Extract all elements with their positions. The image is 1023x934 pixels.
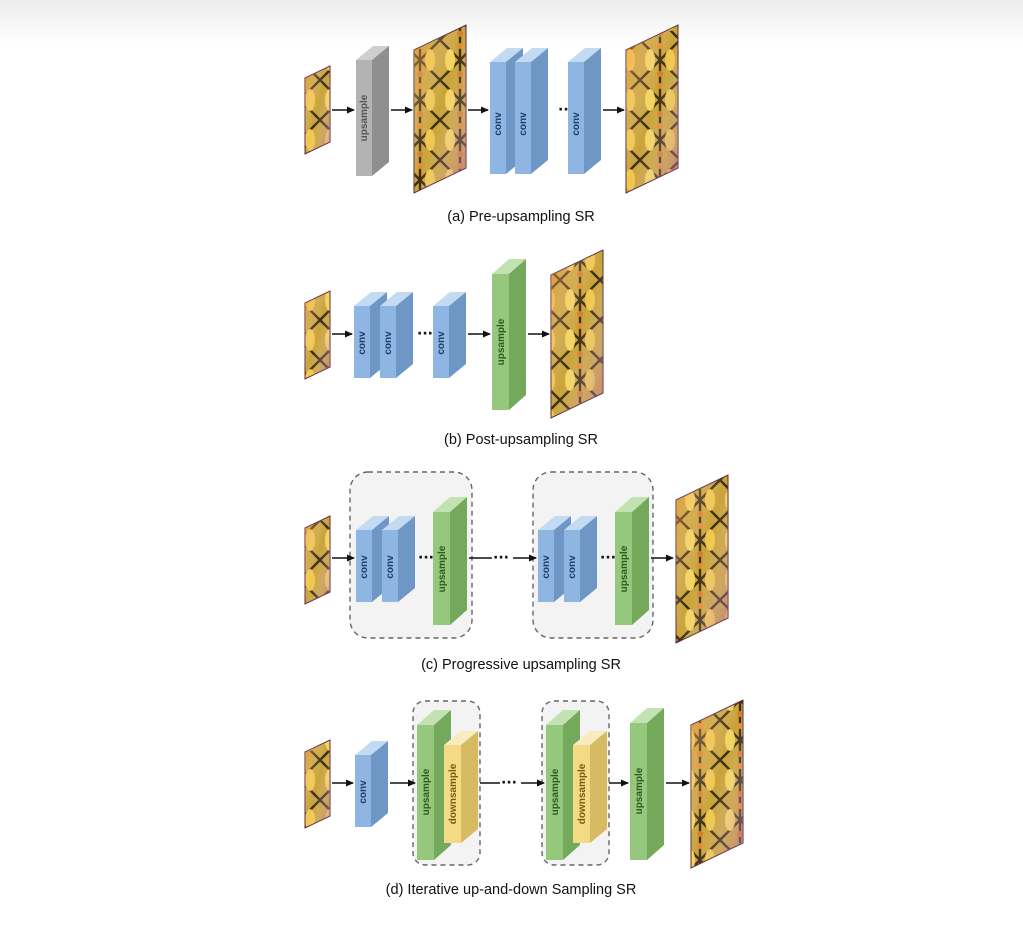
- conv-block: conv: [564, 516, 597, 602]
- ellipsis: ···: [417, 326, 433, 342]
- conv-block: conv: [568, 48, 601, 174]
- downsample-block: downsample: [444, 731, 478, 843]
- ellipsis: ···: [493, 550, 509, 566]
- panel-progressive-upsampling: conv conv ··· upsample ···: [304, 471, 729, 673]
- block-label: conv: [493, 112, 504, 136]
- block-label: conv: [359, 555, 370, 579]
- panel-iterative-up-and-down: conv upsample downsample ···: [304, 699, 744, 898]
- watermark: 知乎 @信息门下门下: [648, 870, 788, 888]
- ellipsis: ···: [501, 775, 517, 791]
- block-label: conv: [436, 331, 447, 355]
- caption: (b) Post-upsampling SR: [444, 432, 598, 448]
- block-label: conv: [385, 555, 396, 579]
- conv-block: conv: [355, 741, 388, 827]
- upsample-block-green: upsample: [433, 497, 467, 625]
- block-label: upsample: [496, 318, 507, 365]
- block-label: upsample: [550, 768, 561, 815]
- upsample-block-green: upsample: [630, 708, 664, 860]
- upsampled-image: [413, 24, 467, 194]
- upsample-block-green: upsample: [615, 497, 649, 625]
- block-label: upsample: [619, 545, 630, 592]
- input-image-lr: [304, 515, 331, 605]
- caption: (a) Pre-upsampling SR: [447, 209, 594, 225]
- top-bar: [0, 0, 1023, 44]
- downsample-block: downsample: [573, 731, 607, 843]
- block-label: downsample: [448, 763, 459, 824]
- block-label: upsample: [359, 94, 370, 141]
- block-label: conv: [357, 331, 368, 355]
- block-label: conv: [383, 331, 394, 355]
- ellipsis: ···: [418, 550, 434, 566]
- upsample-block-green: upsample: [492, 259, 526, 410]
- input-image-lr: [304, 290, 331, 380]
- block-label: upsample: [437, 545, 448, 592]
- block-label: conv: [567, 555, 578, 579]
- conv-block: conv: [382, 516, 415, 602]
- ellipsis: ···: [600, 550, 616, 566]
- conv-block: conv: [380, 292, 413, 378]
- block-label: conv: [518, 112, 529, 136]
- panel-pre-upsampling: upsample conv conv ···: [304, 24, 679, 225]
- block-label: upsample: [421, 768, 432, 815]
- block-label: conv: [571, 112, 582, 136]
- panel-post-upsampling: conv conv ··· conv upsample: [304, 249, 604, 448]
- output-image-sr: [675, 474, 729, 644]
- output-image-sr: [550, 249, 604, 419]
- block-label: conv: [358, 780, 369, 804]
- output-image-sr: [625, 24, 679, 194]
- block-label: downsample: [577, 763, 588, 824]
- caption: (c) Progressive upsampling SR: [421, 657, 621, 673]
- block-label: conv: [541, 555, 552, 579]
- conv-block: conv: [515, 48, 548, 174]
- input-image-lr: [304, 739, 331, 829]
- output-image-sr: [690, 699, 744, 869]
- input-image-lr: [304, 65, 331, 155]
- upsample-block-gray: upsample: [356, 46, 389, 176]
- conv-block: conv: [433, 292, 466, 378]
- block-label: upsample: [634, 767, 645, 814]
- caption: (d) Iterative up-and-down Sampling SR: [386, 882, 637, 898]
